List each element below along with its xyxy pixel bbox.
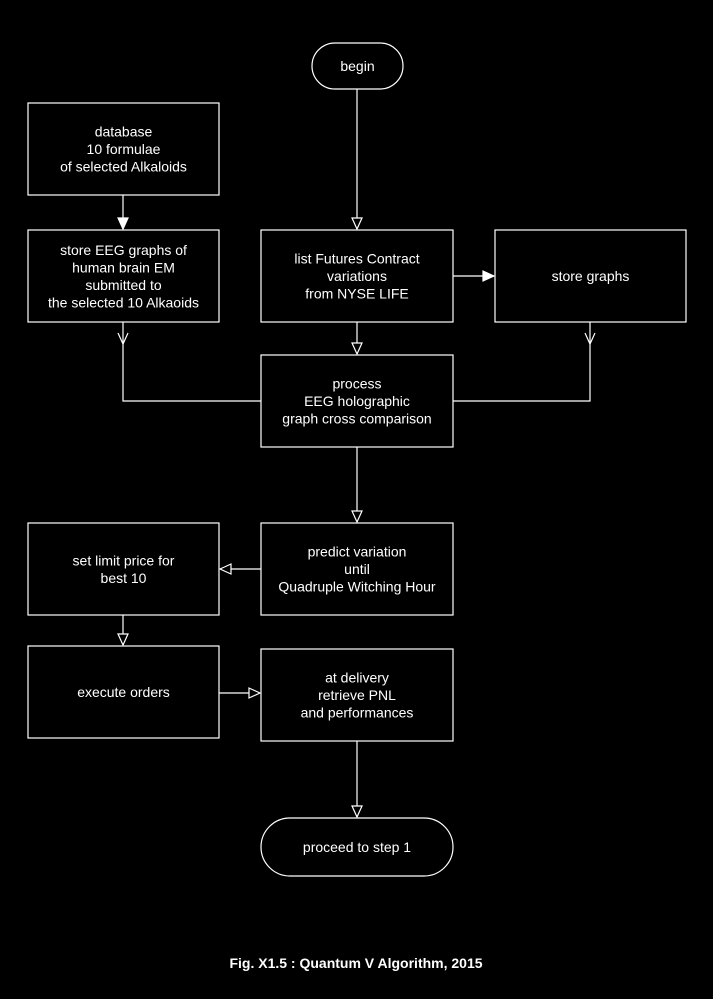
node-delivery-line: at delivery xyxy=(325,670,389,686)
edge-store-eeg-to-process-line xyxy=(122,322,261,402)
node-store-graphs: store graphs xyxy=(494,229,687,323)
edge-process-to-predict xyxy=(351,447,363,524)
node-delivery-line: and performances xyxy=(301,705,414,721)
node-set-limit-line: set limit price for xyxy=(73,552,175,568)
edge-list-futures-to-store-graphs-arrowhead xyxy=(482,270,496,282)
node-database-line: 10 formulae xyxy=(87,141,161,157)
node-set-limit-line: best 10 xyxy=(101,570,147,586)
node-set-limit: set limit price for best 10 xyxy=(27,522,220,616)
node-execute-shape xyxy=(27,645,220,739)
node-process-line: process xyxy=(332,376,381,392)
edge-list-futures-to-process xyxy=(351,322,363,356)
edge-list-futures-to-process-arrowhead xyxy=(351,342,363,356)
node-predict-line: predict variation xyxy=(308,544,407,560)
node-list-futures-shape xyxy=(260,229,454,323)
edge-delivery-to-proceed-arrowhead xyxy=(351,805,363,819)
node-proceed-shape xyxy=(260,817,454,877)
node-proceed-line: proceed to step 1 xyxy=(303,839,411,855)
flowchart-edges xyxy=(117,89,596,819)
edge-store-eeg-to-process xyxy=(117,322,261,402)
node-database-line: database xyxy=(95,124,153,140)
node-execute: execute orders xyxy=(27,645,220,739)
node-predict-line: until xyxy=(344,561,370,577)
edge-set-limit-to-execute xyxy=(117,615,129,647)
node-store-eeg-line: the selected 10 Alkaoids xyxy=(48,294,199,310)
node-database-line: of selected Alkaloids xyxy=(60,159,187,175)
node-predict-line: Quadruple Witching Hour xyxy=(278,579,436,595)
node-list-futures-line: from NYSE LIFE xyxy=(305,286,408,302)
node-store-eeg-shape xyxy=(27,229,220,323)
edge-store-graphs-to-process-line xyxy=(453,322,591,402)
edge-list-futures-to-store-graphs xyxy=(453,270,496,282)
node-store-eeg-line: store EEG graphs of xyxy=(60,242,187,258)
edge-predict-to-set-limit xyxy=(218,563,261,575)
figure-caption: Fig. X1.5 : Quantum V Algorithm, 2015 xyxy=(229,955,482,971)
node-process-line: EEG holographic xyxy=(304,393,410,409)
node-delivery-shape xyxy=(260,648,454,742)
node-database-shape xyxy=(27,102,220,196)
node-begin-line: begin xyxy=(340,58,374,74)
node-list-futures-line: list Futures Contract xyxy=(294,251,419,267)
node-begin-shape xyxy=(311,42,404,90)
node-delivery-line: retrieve PNL xyxy=(318,687,396,703)
node-set-limit-shape xyxy=(27,522,220,616)
node-predict-shape xyxy=(260,522,454,616)
edge-store-graphs-to-process-arrowhead xyxy=(584,332,596,346)
edge-predict-to-set-limit-arrowhead xyxy=(218,563,232,575)
node-store-graphs-line: store graphs xyxy=(552,268,630,284)
edge-execute-to-delivery-arrowhead xyxy=(248,687,262,699)
edge-begin-to-list-futures xyxy=(351,89,363,231)
node-proceed: proceed to step 1 xyxy=(260,817,454,877)
edge-set-limit-to-execute-arrowhead xyxy=(117,633,129,647)
node-execute-line: execute orders xyxy=(77,684,170,700)
edge-begin-to-list-futures-arrowhead xyxy=(351,217,363,231)
edge-delivery-to-proceed xyxy=(351,741,363,819)
node-begin: begin xyxy=(311,42,404,90)
node-store-eeg-line: submitted to xyxy=(85,277,161,293)
edge-store-graphs-to-process xyxy=(453,322,596,402)
node-store-graphs-shape xyxy=(494,229,687,323)
edge-process-to-predict-arrowhead xyxy=(351,510,363,524)
node-store-eeg-line: human brain EM xyxy=(72,259,175,275)
edge-database-to-store-eeg-arrowhead xyxy=(117,217,129,231)
edge-store-eeg-to-process-arrowhead xyxy=(117,332,129,346)
node-process-line: graph cross comparison xyxy=(282,411,431,427)
node-process-shape xyxy=(260,354,454,448)
node-list-futures-line: variations xyxy=(327,268,387,284)
edge-execute-to-delivery xyxy=(219,687,262,699)
edge-database-to-store-eeg xyxy=(117,195,129,231)
